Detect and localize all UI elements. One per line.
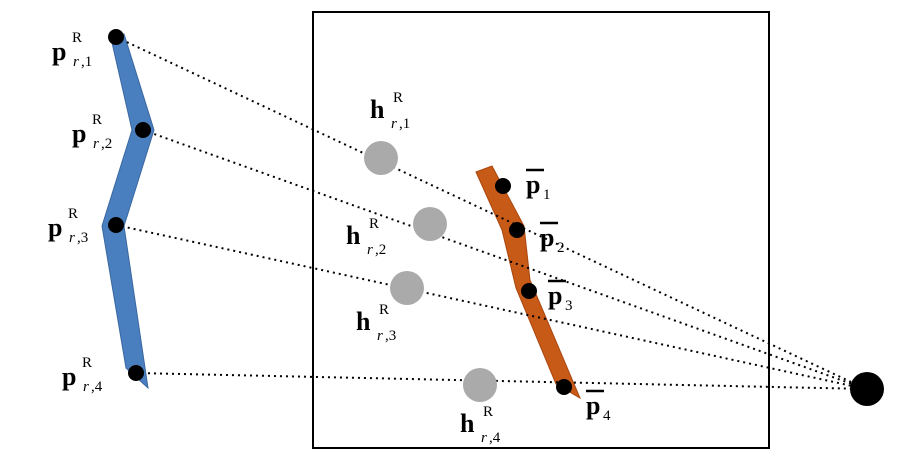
gray-point-h1	[364, 141, 398, 175]
label-p3: p R r ,3	[48, 206, 88, 246]
label-pbar1: p 1	[526, 168, 551, 203]
point-pbar2	[509, 222, 525, 238]
svg-text:r: r	[377, 328, 383, 344]
svg-text:h: h	[346, 221, 361, 250]
ray-2	[142, 129, 867, 390]
svg-text:R: R	[379, 302, 389, 318]
label-pbar2: p 2	[540, 221, 565, 256]
svg-text:h: h	[370, 95, 385, 124]
point-p3	[108, 217, 124, 233]
svg-text:p: p	[52, 37, 66, 66]
point-pbar3	[521, 283, 537, 299]
image-frame	[312, 11, 770, 449]
svg-text:r: r	[481, 430, 487, 446]
svg-text:p: p	[48, 213, 62, 242]
svg-text:r: r	[69, 230, 75, 246]
point-p1	[108, 29, 124, 45]
projection-rays	[115, 36, 867, 390]
point-pbar1	[495, 178, 511, 194]
svg-text:2: 2	[557, 240, 565, 256]
svg-text:r: r	[367, 242, 373, 258]
gray-point-h2	[413, 207, 447, 241]
svg-text:,1: ,1	[399, 116, 410, 132]
label-h3: h R r ,3	[356, 302, 396, 344]
svg-text:R: R	[393, 90, 403, 106]
label-h4: h R r ,4	[460, 404, 501, 446]
gray-point-h4	[463, 368, 497, 402]
svg-text:R: R	[369, 216, 379, 232]
ray-1	[115, 36, 867, 390]
svg-text:1: 1	[543, 187, 551, 203]
svg-text:,1: ,1	[81, 54, 92, 70]
svg-text:h: h	[460, 409, 475, 438]
svg-text:,3: ,3	[385, 328, 396, 344]
label-p1: p R r ,1	[52, 30, 92, 70]
svg-text:h: h	[356, 307, 371, 336]
point-pbar4	[556, 379, 572, 395]
svg-text:3: 3	[565, 298, 573, 314]
blue-3d-strip	[101, 33, 155, 390]
svg-text:,2: ,2	[101, 136, 112, 152]
label-pbar3: p 3	[548, 279, 573, 314]
svg-text:p: p	[540, 223, 554, 252]
svg-text:R: R	[72, 30, 82, 46]
ray-3	[115, 224, 867, 390]
label-h1: h R r ,1	[370, 90, 410, 132]
svg-text:p: p	[586, 391, 600, 420]
svg-text:,4: ,4	[489, 430, 501, 446]
svg-text:R: R	[483, 404, 493, 420]
point-p4	[128, 365, 144, 381]
svg-text:,4: ,4	[91, 379, 103, 395]
label-p4: p R r ,4	[62, 355, 103, 395]
svg-text:r: r	[83, 379, 89, 395]
svg-text:,3: ,3	[77, 230, 88, 246]
point-p2	[135, 122, 151, 138]
svg-text:r: r	[93, 136, 99, 152]
svg-text:r: r	[391, 116, 397, 132]
svg-text:R: R	[68, 206, 78, 222]
camera-center	[850, 372, 884, 406]
svg-text:p: p	[62, 362, 76, 391]
svg-text:r: r	[73, 54, 79, 70]
svg-text:R: R	[92, 112, 102, 128]
gray-point-h3	[390, 271, 424, 305]
label-pbar4: p 4	[586, 389, 611, 424]
label-p2: p R r ,2	[72, 112, 112, 152]
svg-text:p: p	[526, 170, 540, 199]
svg-text:p: p	[548, 281, 562, 310]
label-h2: h R r ,2	[346, 216, 386, 258]
ray-4	[135, 372, 867, 390]
svg-text:,2: ,2	[375, 242, 386, 258]
svg-text:p: p	[72, 119, 86, 148]
svg-text:4: 4	[603, 408, 611, 424]
svg-text:R: R	[82, 355, 92, 371]
